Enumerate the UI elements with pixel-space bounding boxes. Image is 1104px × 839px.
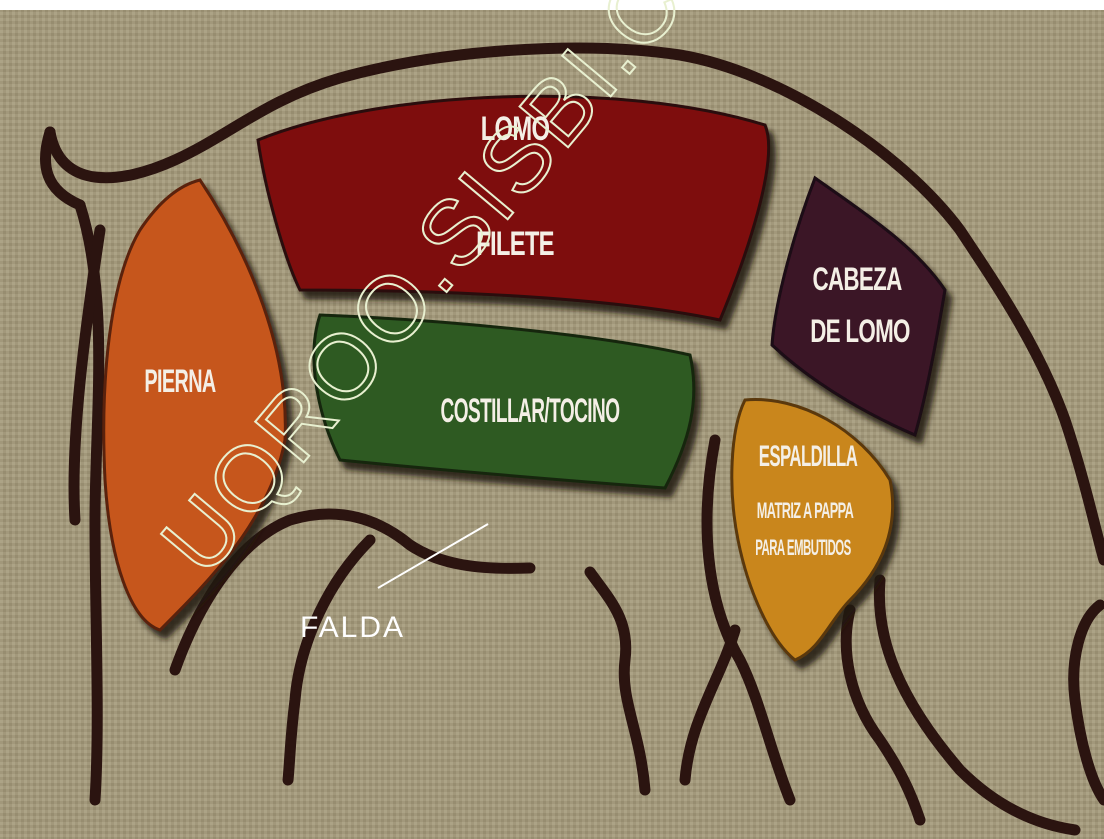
label-de-lomo: DE LOMO xyxy=(810,313,910,349)
label-embutidos: PARA EMBUTIDOS xyxy=(755,535,851,560)
page-top-strip xyxy=(0,0,1104,10)
label-espaldilla: ESPALDILLA xyxy=(759,440,858,473)
label-matriz: MATRIZ A PAPPA xyxy=(757,498,854,522)
label-falda: FALDA xyxy=(300,611,405,644)
label-pierna: PIERNA xyxy=(144,363,216,399)
label-costillar: COSTILLAR/TOCINO xyxy=(441,391,620,429)
label-cabeza: CABEZA xyxy=(812,261,902,297)
